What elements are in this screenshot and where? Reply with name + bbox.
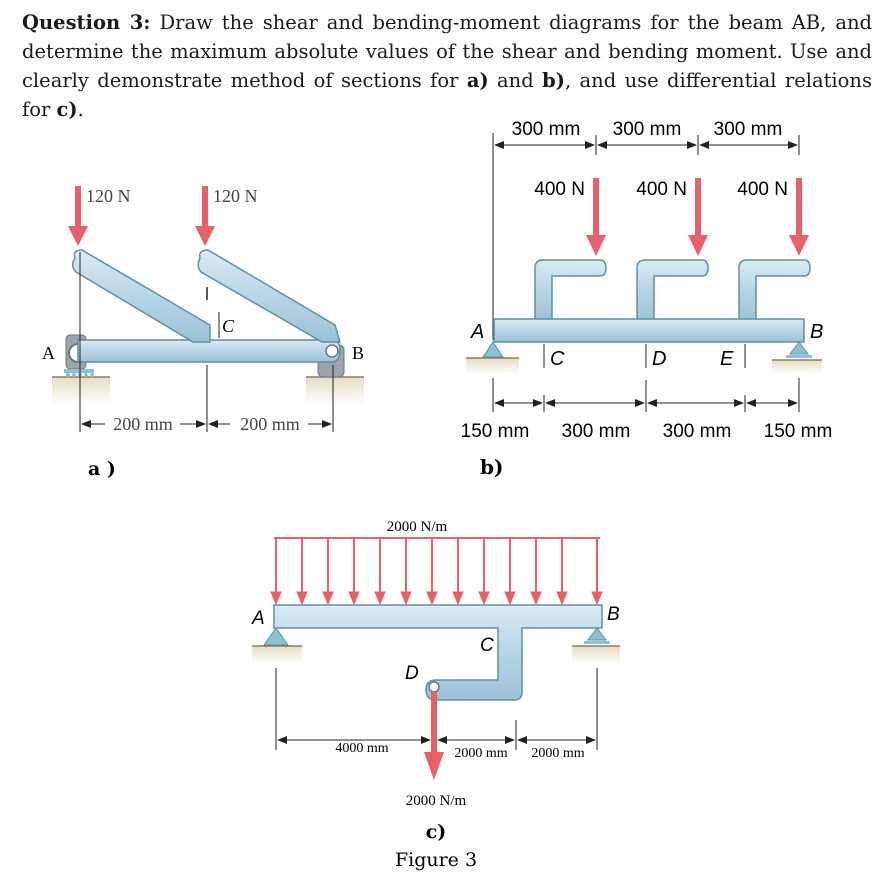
- question-text-2: and: [488, 69, 543, 92]
- dim-a-2: 200 mm: [240, 414, 300, 434]
- point-label-c-d: D: [405, 663, 419, 684]
- beam-c: [273, 604, 603, 701]
- point-label-a-b: B: [352, 343, 364, 363]
- question-label: Question 3:: [22, 11, 151, 34]
- load-label-b-3: 400 N: [737, 179, 788, 200]
- dim-b-bottom-1: 150 mm: [461, 421, 530, 442]
- distributed-load-arrows: [270, 538, 603, 606]
- dim-b-bottom-2: 300 mm: [562, 421, 631, 442]
- question-part-c: c): [56, 98, 78, 121]
- point-label-b-e: E: [720, 348, 734, 370]
- load-arrow-b-3: [789, 178, 809, 256]
- load-label-a-2: 120 N: [213, 186, 258, 206]
- bracket-b-2: [636, 259, 709, 321]
- beam-b: [493, 318, 805, 343]
- figure-c: 2000 N/m: [251, 519, 620, 871]
- dim-c-1: 4000 mm: [335, 741, 388, 756]
- point-label-a-c: C: [222, 316, 235, 336]
- point-label-b-d: D: [652, 348, 666, 370]
- point-label-c-c: C: [480, 635, 494, 656]
- point-label-c-a: A: [251, 608, 265, 629]
- question-text: Question 3: Draw the shear and bending-m…: [22, 8, 872, 124]
- dim-b-top-1: 300 mm: [512, 119, 581, 140]
- arm-a-2: [197, 249, 342, 343]
- bracket-b-1: [534, 259, 607, 321]
- pin-support-b-a: [466, 341, 519, 374]
- load-arrow-a-2: [195, 186, 215, 246]
- dim-c-3: 2000 mm: [531, 746, 584, 761]
- dim-b-bottom-4: 150 mm: [764, 421, 833, 442]
- figure-caption: Figure 3: [395, 849, 477, 871]
- figure-a: 120 N 120 N A C B 200 mm 200 mm a ): [42, 186, 364, 480]
- caption-c: c): [426, 821, 447, 843]
- ground-a-right: [306, 377, 364, 405]
- figure-b: 300 mm 300 mm 300 mm 400 N 400 N 400 N: [461, 119, 833, 479]
- ground-a-left: [52, 377, 110, 405]
- point-label-b-c: C: [550, 348, 565, 370]
- dim-b-top-3: 300 mm: [714, 119, 783, 140]
- question-text-1: Draw the shear and bending-moment diagra…: [22, 11, 872, 92]
- question-text-3: , and use differential relations for: [22, 69, 872, 121]
- point-load-label: 2000 N/m: [406, 793, 467, 809]
- caption-b: b): [480, 455, 503, 479]
- bracket-b-3: [738, 259, 811, 321]
- load-arrow-a-1: [68, 186, 88, 246]
- dim-a-1: 200 mm: [113, 414, 173, 434]
- point-label-b-a: A: [470, 321, 484, 343]
- load-label-a-1: 120 N: [86, 186, 131, 206]
- roller-support-c-b: [572, 627, 620, 664]
- point-label-b-b: B: [810, 321, 823, 343]
- question-part-a: a): [466, 69, 489, 92]
- point-label-a-a: A: [42, 343, 55, 363]
- load-label-b-2: 400 N: [636, 179, 687, 200]
- load-arrow-b-1: [586, 178, 606, 256]
- point-load-arrow-c: [424, 692, 444, 780]
- point-label-c-b: B: [607, 604, 620, 625]
- pin-support-c-a: [252, 627, 302, 664]
- dim-c-2: 2000 mm: [454, 746, 507, 761]
- roller-support-b-b: [772, 341, 822, 374]
- dim-b-top-2: 300 mm: [613, 119, 682, 140]
- question-text-4: .: [77, 98, 84, 121]
- distributed-load-label: 2000 N/m: [387, 519, 448, 535]
- beam-a: [77, 339, 341, 363]
- load-arrow-b-2: [688, 178, 708, 256]
- question-part-b: b): [542, 69, 565, 92]
- arm-a-1: [72, 249, 211, 343]
- dim-b-bottom-3: 300 mm: [663, 421, 732, 442]
- caption-a: a ): [88, 458, 116, 480]
- load-label-b-1: 400 N: [534, 179, 585, 200]
